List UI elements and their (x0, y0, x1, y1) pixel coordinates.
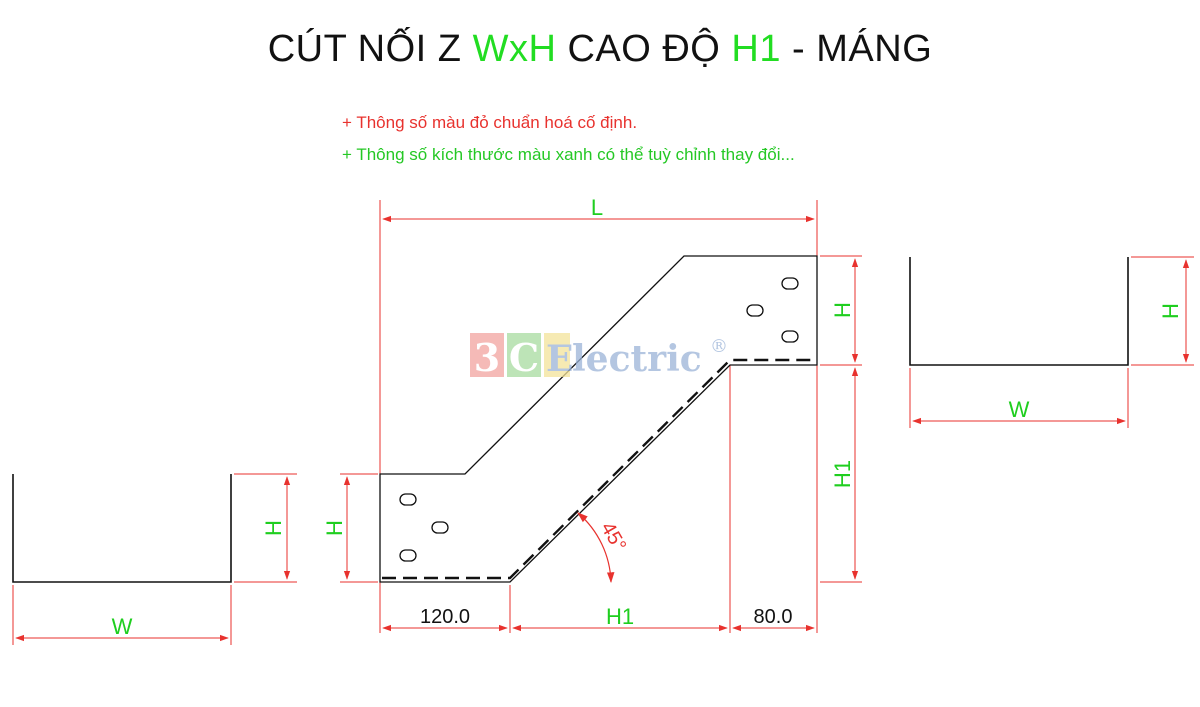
logo-letter-3: 3 (474, 335, 500, 380)
slot-hole (399, 493, 417, 506)
title-h1: H1 (731, 28, 781, 70)
left-h-label: H (261, 520, 286, 536)
slot-hole (431, 521, 449, 534)
z-bend-outline (379, 255, 818, 583)
slot-hole (399, 549, 417, 562)
left-cross-section: W H (12, 473, 297, 645)
right-h-label: H (1158, 303, 1183, 319)
logo-text-lectric: lectric (572, 338, 702, 380)
logo-letter-c: C (509, 335, 539, 380)
logo-registered-mark: ® (710, 336, 728, 357)
right-w-label: W (1009, 397, 1030, 422)
dim-h1-bottom-label: H1 (606, 604, 634, 629)
l-label: L (591, 195, 603, 220)
slot-hole (781, 277, 799, 290)
right-tray-profile (909, 257, 1129, 366)
note-custom-parameters: + Thông số kích thước màu xanh có thể tu… (342, 145, 795, 164)
angle-arc (577, 512, 615, 584)
right-h1-dim-label: H1 (830, 460, 855, 488)
bottom-flange-hidden-line (382, 358, 815, 580)
slot-hole (781, 330, 799, 343)
title-wxh: WxH (472, 28, 557, 70)
angle-label: 45° (596, 518, 630, 555)
logo-letter-e: E (546, 338, 573, 380)
slot-hole (746, 304, 764, 317)
title-part-1: CÚT NỐI Z (267, 28, 473, 70)
right-h-dim-label: H (830, 302, 855, 318)
left-h-dim-label: H (322, 520, 347, 536)
right-cross-section: W H (909, 256, 1194, 428)
dim-80-label: 80.0 (754, 606, 793, 628)
z-bend-plan: 45° L 120.0 H1 80.0 H H1 H (322, 195, 862, 633)
left-w-label: W (112, 614, 133, 639)
title-part-5: - MÁNG (781, 28, 933, 70)
left-tray-profile (12, 474, 232, 583)
page-title: CÚT NỐI Z WxH CAO ĐỘ H1 - MÁNG (0, 28, 1200, 71)
note-fixed-parameters: + Thông số màu đỏ chuẩn hoá cố định. (342, 113, 638, 132)
brand-logo-watermark: 3 C E lectric ® (470, 333, 728, 380)
dim-120-label: 120.0 (420, 606, 470, 628)
title-part-3: CAO ĐỘ (556, 28, 732, 70)
